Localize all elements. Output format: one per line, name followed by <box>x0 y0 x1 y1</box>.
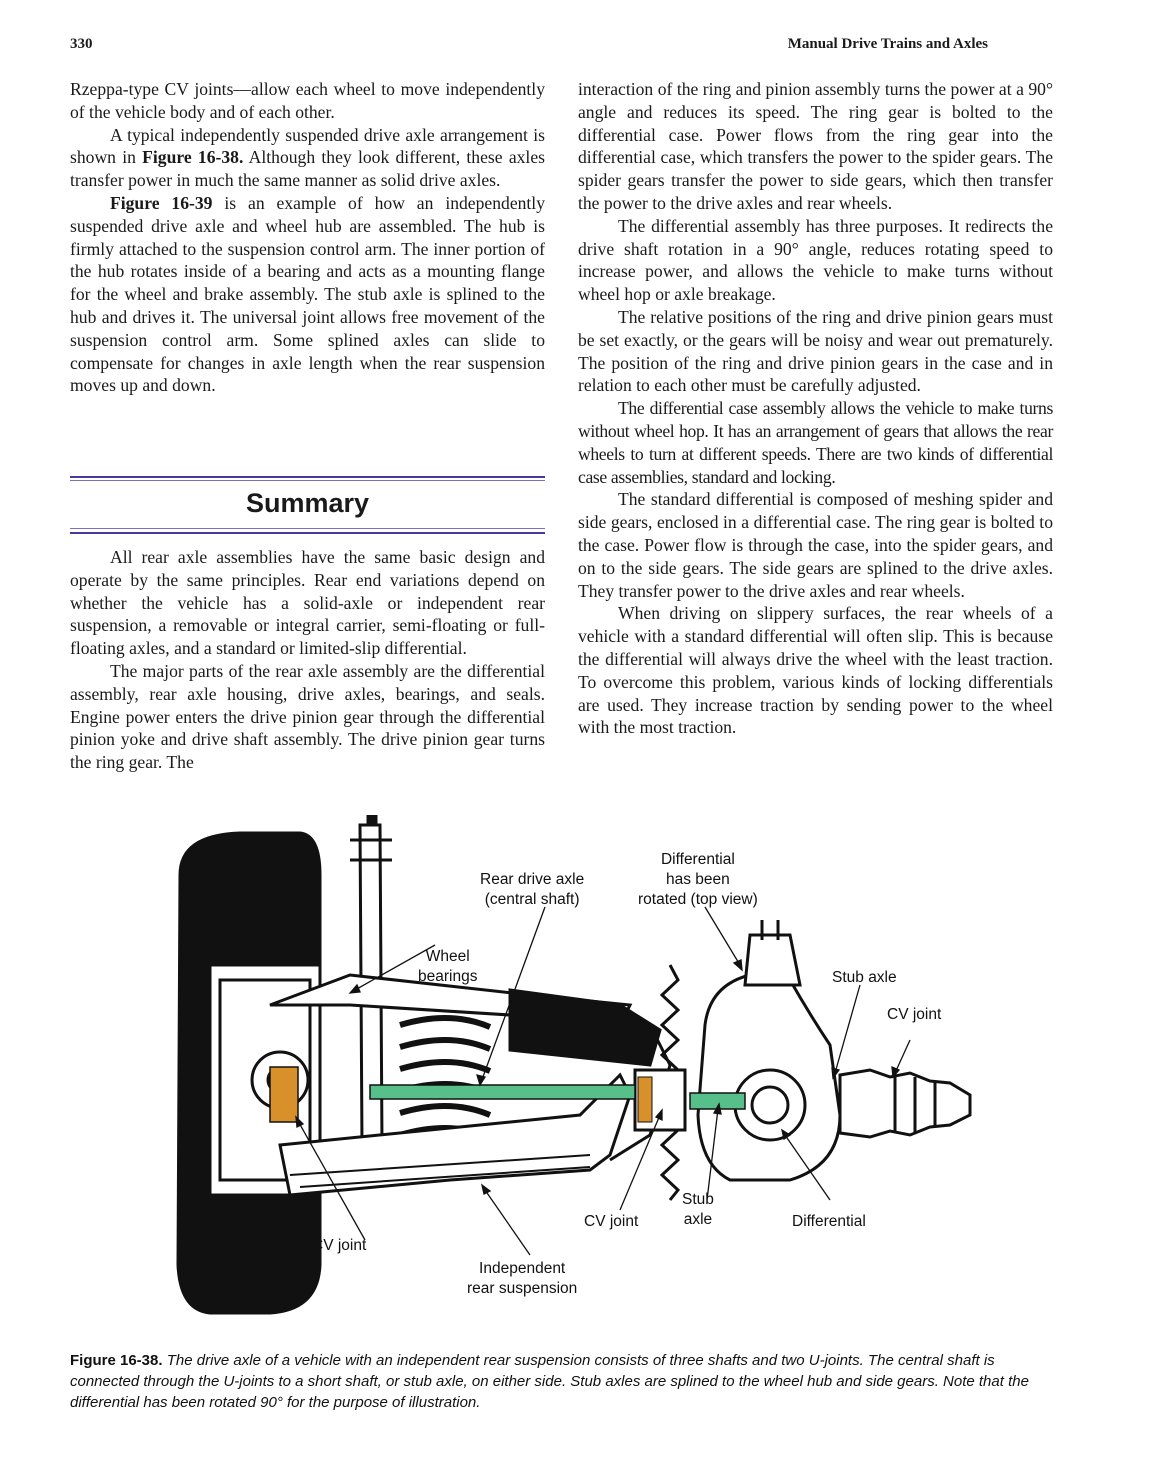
label-stub-axle-top: Stub axle <box>832 969 897 986</box>
label-differential-rotated: Differential has been rotated (top view) <box>638 851 758 908</box>
drive-axle-illustration <box>176 815 972 1315</box>
divider <box>70 480 545 481</box>
left-column: Rzeppa-type CV joints—allow each wheel t… <box>70 78 545 397</box>
figure-caption: Figure 16-38. The drive axle of a vehicl… <box>70 1350 1060 1413</box>
paragraph: The standard differential is composed of… <box>578 489 1053 601</box>
paragraph: The relative positions of the ring and d… <box>578 306 1053 396</box>
central-shaft <box>369 1084 636 1100</box>
text-run: A typical independently suspended drive … <box>70 124 545 168</box>
figure-reference: Figure 16-38. <box>142 147 244 168</box>
middle-cv-joint-fill <box>637 1076 653 1123</box>
text-run: is an example of how an independently su… <box>70 192 545 396</box>
coil-spring <box>399 1015 492 1140</box>
right-column: interaction of the ring and pinion assem… <box>578 78 1053 739</box>
label-differential: Differential <box>792 1213 866 1230</box>
paragraph: Figure 16-39 is an example of how an ind… <box>70 192 545 397</box>
summary-heading-box: Summary <box>70 476 545 534</box>
label-wheel-bearings: Wheel bearings <box>418 948 478 985</box>
figure-reference: Figure 16-39 <box>110 192 213 213</box>
label-cv-joint-right: CV joint <box>887 1006 942 1023</box>
figure-16-38: Rear drive axle (central shaft) Differen… <box>150 815 1000 1325</box>
right-cv-boot <box>838 1068 972 1139</box>
divider <box>70 528 545 529</box>
divider <box>70 476 545 478</box>
page-number: 330 <box>70 36 93 52</box>
label-independent-rear-suspension: Independent rear suspension <box>467 1260 578 1297</box>
summary-text: All rear axle assemblies have the same b… <box>70 546 545 774</box>
paragraph: The differential case assembly allows th… <box>578 398 1053 487</box>
label-rear-drive-axle: Rear drive axle (central shaft) <box>480 871 585 908</box>
paragraph: The differential assembly has three purp… <box>578 215 1053 305</box>
paragraph: The major parts of the rear axle assembl… <box>70 660 545 773</box>
paragraph: All rear axle assemblies have the same b… <box>70 547 545 659</box>
label-cv-joint-middle: CV joint <box>584 1213 639 1230</box>
section-title: Summary <box>245 488 370 518</box>
paragraph: interaction of the ring and pinion assem… <box>578 79 1053 213</box>
chapter-title: Manual Drive Trains and Axles <box>787 36 988 52</box>
paragraph: A typical independently suspended drive … <box>70 124 545 192</box>
label-cv-joint-left: CV joint <box>312 1237 367 1254</box>
left-cv-joint <box>269 1066 299 1123</box>
divider <box>70 532 545 534</box>
caption-label: Figure 16-38. <box>70 1352 163 1369</box>
text-run: Although they look different, these axle… <box>70 147 545 191</box>
caption-text: The drive axle of a vehicle with an inde… <box>70 1352 1029 1411</box>
lower-control-arm <box>278 1072 632 1197</box>
paragraph: When driving on slippery surfaces, the r… <box>578 603 1053 738</box>
label-stub-axle-bottom: Stub axle <box>682 1191 714 1228</box>
paragraph: Rzeppa-type CV joints—allow each wheel t… <box>70 79 545 122</box>
